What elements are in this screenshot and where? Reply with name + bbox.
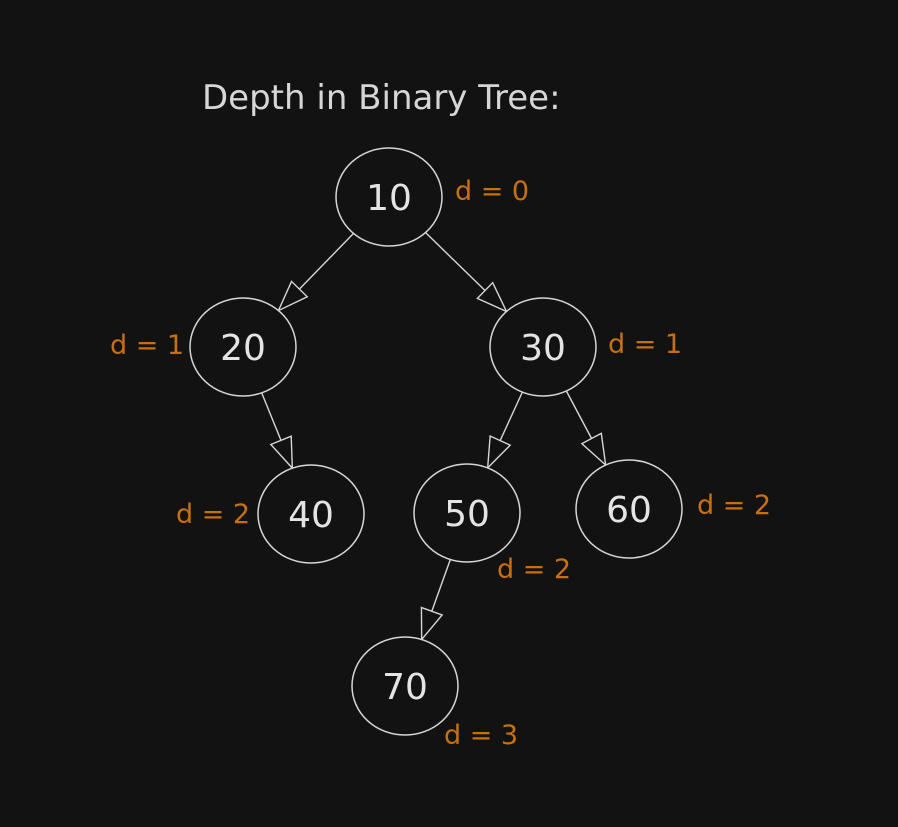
node-value: 10 bbox=[366, 178, 412, 219]
tree-node-50: 50d = 2 bbox=[413, 463, 571, 585]
node-circle bbox=[351, 636, 459, 736]
tree-node-60: 60 d = 2 bbox=[575, 459, 771, 559]
depth-label: d = 2 bbox=[497, 554, 571, 585]
diagram-title: Depth in Binary Tree: bbox=[202, 78, 561, 118]
node-circle bbox=[257, 464, 365, 564]
node-value: 20 bbox=[220, 328, 266, 369]
node-value: 30 bbox=[520, 328, 566, 369]
edge-line-n50-n70 bbox=[431, 559, 451, 612]
arrow-head-icon bbox=[486, 434, 512, 470]
edge-line-n30-n60 bbox=[565, 390, 593, 439]
tree-node-20: 20 d = 1 bbox=[110, 297, 297, 397]
arrow-head-icon bbox=[580, 432, 607, 467]
tree-node-70: 70 d = 3 bbox=[351, 636, 518, 751]
edge-line-n10-n30 bbox=[424, 232, 486, 292]
node-circle bbox=[335, 147, 443, 247]
arrow-head-icon bbox=[476, 281, 508, 313]
depth-label: d = 0 bbox=[455, 176, 529, 207]
node-value: 40 bbox=[288, 495, 334, 536]
node-value: 70 bbox=[382, 667, 428, 708]
edge-line-n30-n50 bbox=[499, 391, 523, 441]
tree-node-40: 40 d = 2 bbox=[176, 464, 365, 564]
arrow-head-icon bbox=[269, 435, 294, 471]
depth-label: d = 3 bbox=[444, 720, 518, 751]
node-circle bbox=[189, 297, 297, 397]
node-circle bbox=[413, 463, 521, 563]
node-value: 60 bbox=[606, 490, 652, 531]
arrow-head-icon bbox=[420, 606, 444, 642]
depth-label: d = 2 bbox=[176, 499, 250, 530]
depth-label: d = 1 bbox=[608, 329, 682, 360]
node-circle bbox=[489, 297, 597, 397]
arrow-head-icon bbox=[277, 280, 309, 313]
edge-line-n10-n20 bbox=[298, 232, 355, 290]
tree-node-10: 10 d = 0 bbox=[335, 147, 529, 247]
node-circle bbox=[575, 459, 683, 559]
depth-label: d = 2 bbox=[697, 490, 771, 521]
tree-node-30: 30 d = 1 bbox=[489, 297, 682, 397]
tree-edges bbox=[261, 232, 607, 642]
node-value: 50 bbox=[444, 494, 490, 535]
edge-line-n20-n40 bbox=[261, 392, 282, 441]
depth-label: d = 1 bbox=[110, 330, 184, 361]
